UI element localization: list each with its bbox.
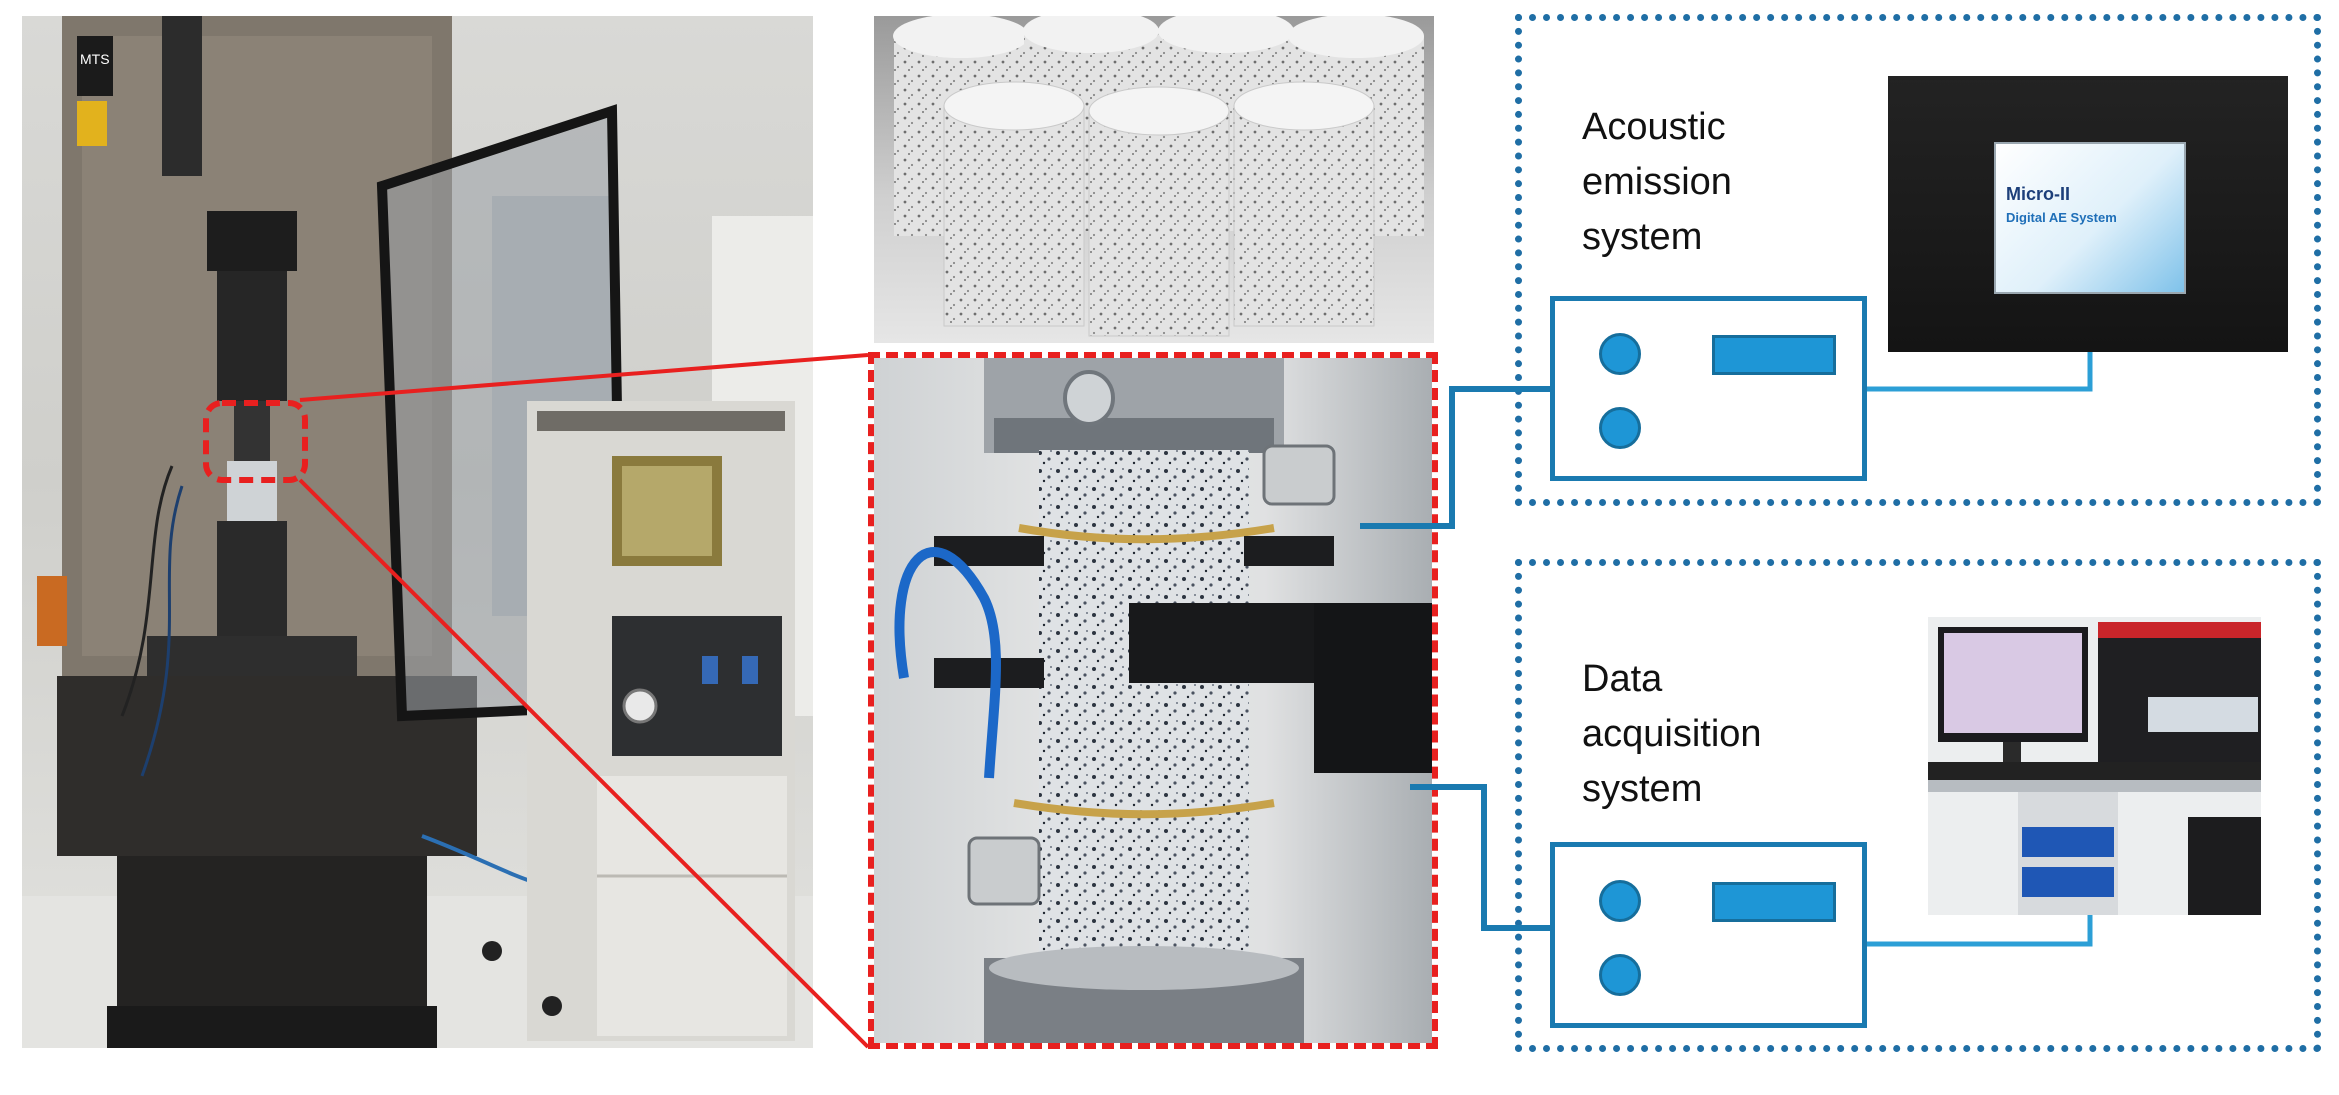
loading-machine-illustration: MTS xyxy=(22,16,813,1048)
device-knob-icon xyxy=(1599,954,1641,996)
callout-line-top xyxy=(299,353,869,402)
specimen-closeup-photo xyxy=(874,358,1432,1043)
acoustic-emission-unit-photo: Micro-II Digital AE System xyxy=(1888,76,2288,352)
device-knob-icon xyxy=(1599,407,1641,449)
acoustic-emission-device-schematic xyxy=(1550,296,1867,481)
workstation-illustration xyxy=(1928,617,2261,915)
callout-line-bottom xyxy=(298,478,870,1049)
ae-unit-screen: Micro-II Digital AE System xyxy=(1994,142,2186,294)
ae-device-to-unit-line xyxy=(1867,352,2093,392)
granite-specimens-photo xyxy=(874,16,1434,343)
loading-machine-photo: MTS xyxy=(22,16,813,1048)
data-acquisition-device-schematic xyxy=(1550,842,1867,1028)
daq-cable xyxy=(1410,784,1550,931)
data-acquisition-workstation-photo xyxy=(1928,617,2261,915)
ae-screen-title: Micro-II xyxy=(2006,184,2071,204)
acoustic-emission-group-box xyxy=(1515,14,2321,506)
daq-device-to-workstation-line xyxy=(1867,915,2093,947)
granite-specimens-illustration xyxy=(893,16,1424,337)
ae-cable xyxy=(1360,386,1550,529)
closeup-callout-frame xyxy=(868,352,1438,1049)
device-display-slot xyxy=(1712,335,1836,375)
machine-callout-box xyxy=(203,400,308,483)
data-acquisition-group-box xyxy=(1515,559,2321,1052)
ae-screen-subtitle: Digital AE System xyxy=(2006,210,2117,225)
specimen-closeup-illustration xyxy=(894,358,1432,1043)
device-knob-icon xyxy=(1599,333,1641,375)
device-display-slot xyxy=(1712,882,1836,922)
machine-brand-label: MTS xyxy=(80,51,110,67)
device-knob-icon xyxy=(1599,880,1641,922)
data-acquisition-label: Data acquisition system xyxy=(1582,658,1762,810)
acoustic-emission-label: Acoustic emission system xyxy=(1582,106,1732,258)
